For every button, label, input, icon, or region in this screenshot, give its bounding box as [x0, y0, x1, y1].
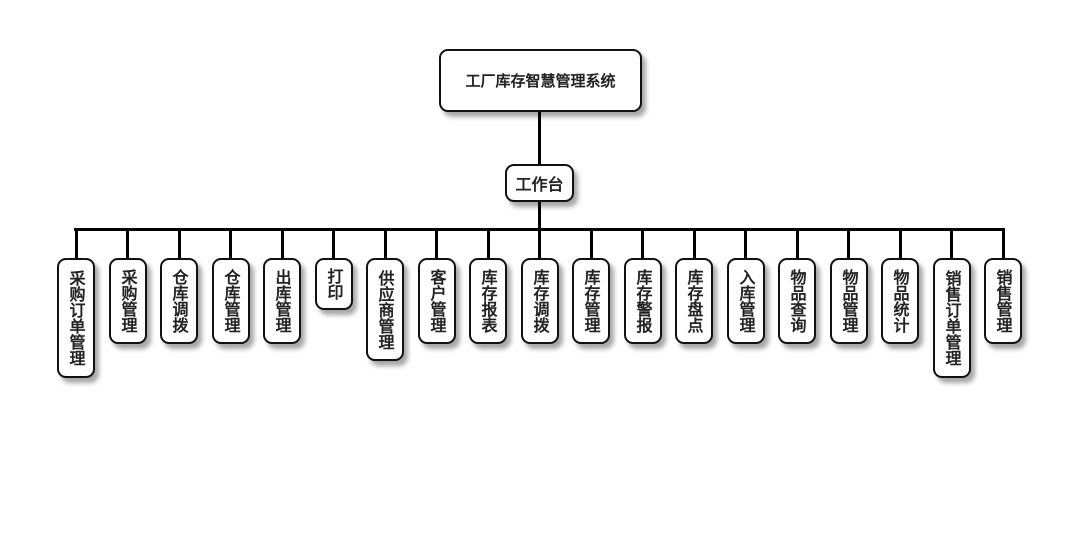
connector-drop [538, 229, 541, 259]
connector-drop [1002, 229, 1005, 259]
module-node: 仓库调拨 [160, 258, 198, 344]
connector-drop [126, 229, 129, 259]
module-node: 物品管理 [830, 258, 868, 344]
connector-drop [332, 229, 335, 259]
module-node: 采购订单管理 [57, 258, 95, 378]
connector-hub-bus [538, 202, 541, 231]
module-node: 打印 [315, 258, 353, 310]
connector-drop [744, 229, 747, 259]
connector-drop [281, 229, 284, 259]
connector-drop [693, 229, 696, 259]
module-node: 库存调拨 [521, 258, 559, 344]
connector-drop [899, 229, 902, 259]
connector-drop [641, 229, 644, 259]
hub-node: 工作台 [505, 164, 574, 202]
connector-drop [178, 229, 181, 259]
root-node: 工厂库存智慧管理系统 [439, 49, 642, 112]
connector-drop [435, 229, 438, 259]
connector-drop [590, 229, 593, 259]
module-node: 库存报表 [469, 258, 507, 344]
connector-drop [847, 229, 850, 259]
module-node: 物品查询 [778, 258, 816, 344]
module-node: 销售订单管理 [933, 258, 971, 378]
module-node: 采购管理 [109, 258, 147, 344]
module-node: 供应商管理 [366, 258, 404, 361]
module-node: 仓库管理 [212, 258, 250, 344]
module-node: 库存盘点 [675, 258, 713, 344]
module-node: 库存管理 [572, 258, 610, 344]
connector-drop [75, 229, 78, 259]
connector-root-hub [538, 112, 541, 164]
module-node: 出库管理 [263, 258, 301, 344]
connector-drop [384, 229, 387, 259]
connector-drop [950, 229, 953, 259]
module-node: 客户管理 [418, 258, 456, 344]
module-node: 物品统计 [881, 258, 919, 344]
module-node: 库存警报 [624, 258, 662, 344]
module-node: 销售管理 [984, 258, 1022, 344]
connector-drop [796, 229, 799, 259]
connector-drop [487, 229, 490, 259]
connector-drop [229, 229, 232, 259]
module-node: 入库管理 [727, 258, 765, 344]
